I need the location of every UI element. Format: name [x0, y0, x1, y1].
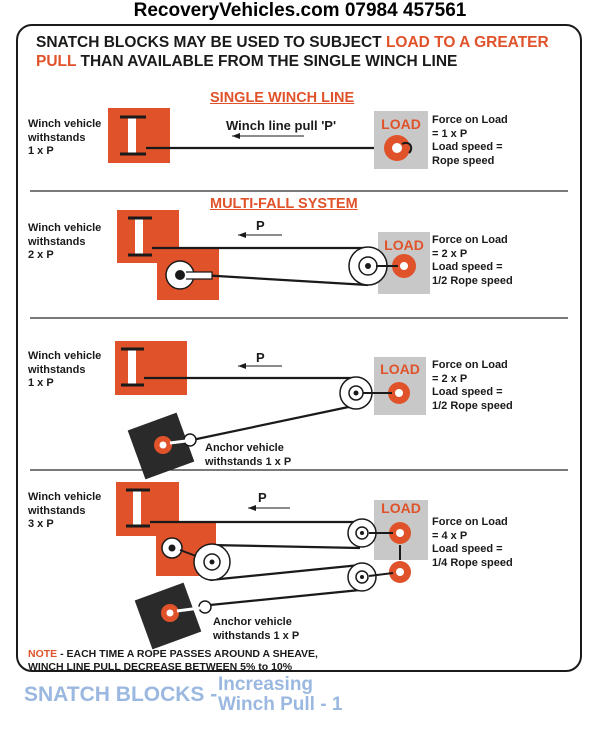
anchor1-pull-label: P	[256, 350, 265, 365]
load-label: LOAD	[381, 116, 421, 132]
note-key: NOTE	[28, 648, 58, 660]
diagram-frame	[16, 24, 582, 672]
multi-title: MULTI-FALL SYSTEM	[210, 196, 358, 212]
intro-part1: SNATCH BLOCKS MAY BE USED TO SUBJECT	[36, 34, 386, 51]
intro-text: SNATCH BLOCKS MAY BE USED TO SUBJECT LOA…	[36, 33, 556, 71]
rope-line	[209, 543, 361, 550]
multi-pull-label: P	[256, 218, 265, 233]
rope-line	[199, 273, 369, 287]
footer-title-part3: Winch Pull - 1	[218, 694, 343, 715]
rope-line	[209, 563, 361, 582]
rope-line	[209, 588, 361, 607]
footer-title-part2: Increasing	[218, 674, 314, 695]
anchor2-pull-label: P	[258, 490, 267, 505]
pull-arrow-icon	[232, 133, 240, 139]
single-title: SINGLE WINCH LINE	[210, 90, 355, 106]
site-header: RecoveryVehicles.com 07984 457561	[133, 0, 467, 21]
load-label: LOAD	[381, 500, 421, 516]
note-body: - EACH TIME A ROPE PASSES AROUND A SHEAV…	[28, 648, 318, 673]
footer-title-part1: SNATCH BLOCKS -	[24, 683, 218, 706]
note-text: NOTE - EACH TIME A ROPE PASSES AROUND A …	[28, 648, 348, 674]
load-label: LOAD	[384, 237, 424, 253]
pull-arrow-icon	[248, 505, 256, 511]
pull-arrow-icon	[238, 232, 246, 238]
intro-highlight: LOAD TO A GREATER PULL	[36, 34, 549, 70]
rope-line	[191, 403, 359, 442]
pull-arrow-icon	[238, 363, 246, 369]
intro-part3: THAN AVAILABLE FROM THE SINGLE WINCH LIN…	[76, 53, 458, 70]
single-pull-label: Winch line pull 'P'	[226, 118, 337, 133]
load-label: LOAD	[380, 361, 420, 377]
